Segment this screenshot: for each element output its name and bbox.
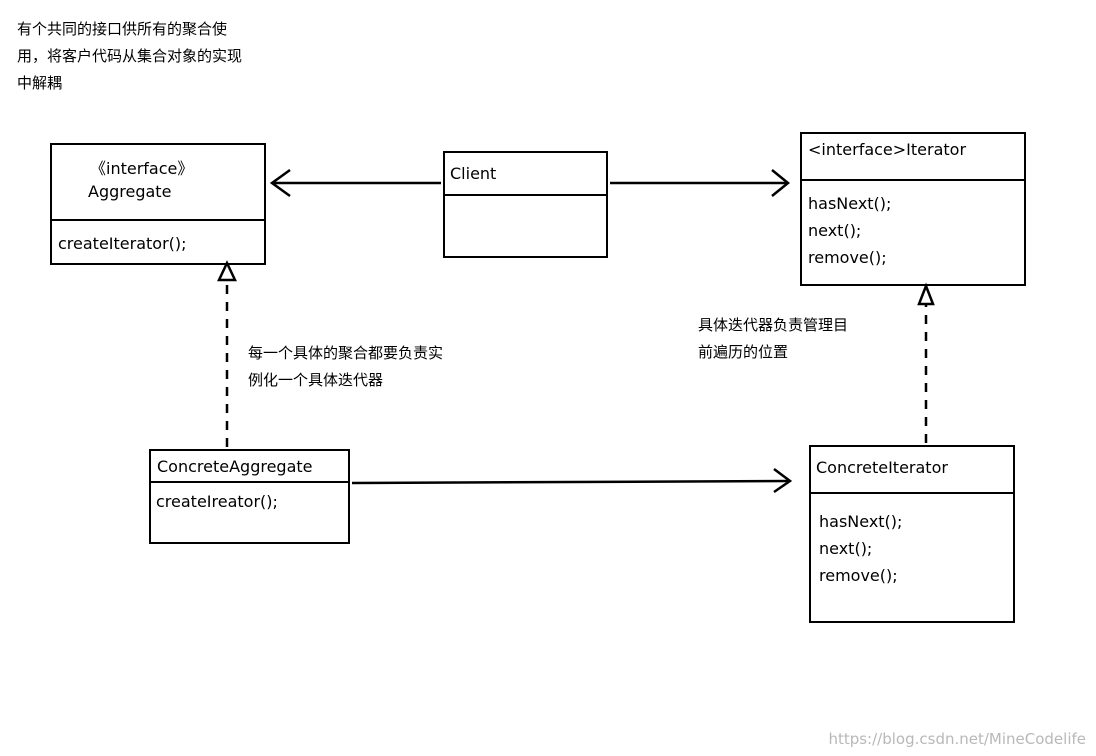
concrete-aggregate-header: ConcreteAggregate [151, 451, 348, 483]
iterator-realization [917, 282, 935, 443]
watermark: https://blog.csdn.net/MineCodelife [828, 730, 1086, 748]
client-iterator-association [610, 169, 790, 197]
concrete-iterator-operations: hasNext(); next(); remove(); [819, 512, 903, 585]
aggregate-header: 《interface》 Aggregate [52, 145, 264, 221]
aggregate-stereotype: 《interface》 [90, 159, 194, 178]
pattern-description-note: 有个共同的接口供所有的聚合使 用，将客户代码从集合对象的实现 中解耦 [17, 20, 243, 92]
iterator-responsibility-note: 具体迭代器负责管理目 前遍历的位置 [698, 316, 849, 361]
concrete-aggregate-name: ConcreteAggregate [157, 457, 313, 476]
aggregate-interface-box[interactable]: 《interface》 Aggregate createIterator(); [50, 143, 266, 265]
client-aggregate-association [269, 168, 441, 198]
concrete-aggregate-box[interactable]: ConcreteAggregate createIreator(); [149, 449, 350, 544]
concrete-aggregate-operations: createIreator(); [156, 492, 278, 511]
aggregate-name: Aggregate [88, 182, 172, 201]
client-header: Client [445, 153, 606, 196]
concrete-iterator-name: ConcreteIterator [816, 458, 948, 477]
client-box[interactable]: Client [443, 151, 608, 258]
concrete-iterator-box[interactable]: ConcreteIterator hasNext(); next(); remo… [809, 445, 1015, 623]
client-name: Client [450, 164, 497, 183]
aggregate-realization [217, 260, 237, 447]
concrete-iterator-header: ConcreteIterator [811, 447, 1013, 494]
iterator-header: <interface>Iterator [802, 134, 1024, 181]
iterator-interface-box[interactable]: <interface>Iterator hasNext(); next(); r… [800, 132, 1026, 286]
iterator-operations: hasNext(); next(); remove(); [808, 194, 892, 267]
iterator-name: <interface>Iterator [808, 140, 967, 159]
aggregate-operations: createIterator(); [58, 234, 187, 253]
aggregate-responsibility-note: 每一个具体的聚合都要负责实 例化一个具体迭代器 [248, 344, 444, 389]
concrete-aggregate-iterator-association [351, 468, 793, 494]
